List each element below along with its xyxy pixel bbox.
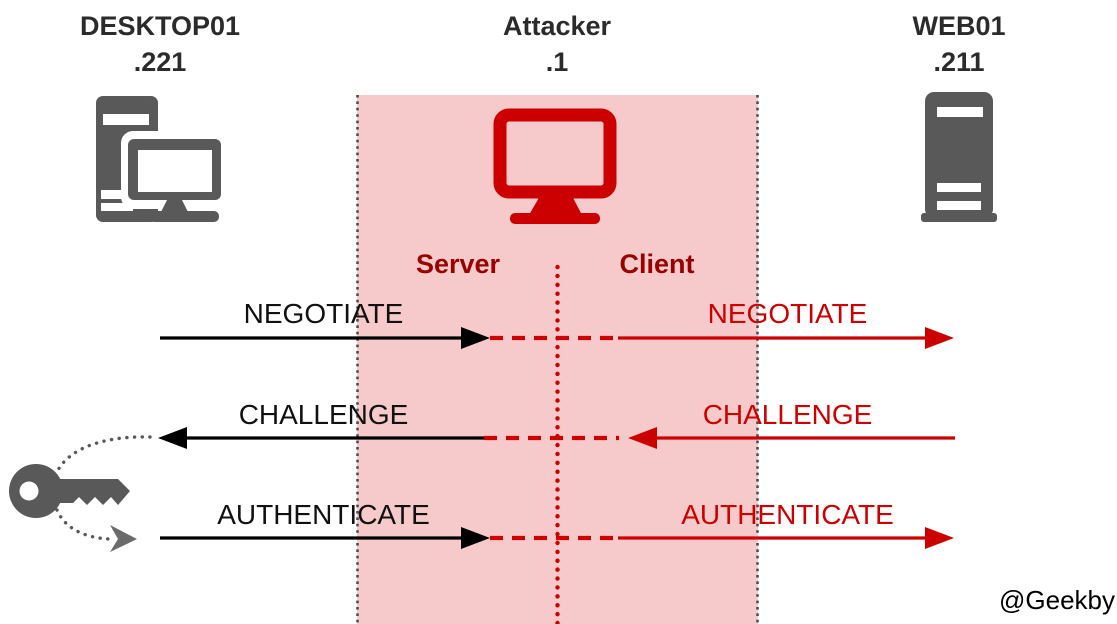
challenge-left-label: CHALLENGE — [238, 399, 409, 430]
host-header-desktop01: DESKTOP01 .221 — [30, 8, 290, 80]
challenge-right-arrowhead — [628, 427, 657, 449]
key-replay-arrowhead — [110, 525, 137, 552]
desktop-monitor-screen — [138, 150, 212, 192]
attacker-monitor-icon — [493, 108, 617, 224]
challenge-flow — [158, 427, 955, 449]
challenge-left-arrowhead — [158, 427, 187, 449]
negotiate-left-label: NEGOTIATE — [243, 298, 404, 329]
server-base — [921, 213, 997, 222]
host-ip: .1 — [545, 47, 569, 77]
watermark-credit: @Geekby — [999, 585, 1115, 615]
desktop-tower-slot — [103, 114, 149, 125]
attacker-monitor-stand — [529, 196, 582, 215]
authenticate-right-label: AUTHENTICATE — [681, 499, 894, 530]
challenge-to-key-dotted-arc — [56, 435, 152, 472]
authenticate-left-arrowhead — [461, 527, 490, 549]
attacker-monitor-frame — [493, 108, 617, 199]
attacker-monitor-base — [510, 213, 600, 224]
negotiate-left-arrowhead — [461, 327, 490, 349]
desktop-tower-stripe-1 — [101, 190, 133, 199]
host-ip: .221 — [133, 47, 187, 77]
server-slot-bottom-2 — [937, 201, 981, 210]
authenticate-right-arrowhead — [925, 527, 954, 549]
key-hole — [19, 481, 39, 501]
key-to-authenticate-dotted-arc — [55, 508, 112, 541]
server-slot-bottom-1 — [937, 183, 981, 192]
negotiate-flow — [160, 327, 954, 349]
negotiate-right-arrowhead — [925, 327, 954, 349]
host-name: WEB01 — [912, 11, 1006, 41]
authenticate-left-label: AUTHENTICATE — [217, 499, 430, 530]
host-header-web01: WEB01 .211 — [829, 8, 1089, 80]
key-blade — [55, 479, 130, 505]
host-name: DESKTOP01 — [79, 11, 241, 41]
desktop-tower-stripe-2 — [101, 203, 133, 211]
server-slot-top — [937, 107, 983, 117]
attacker-role-server-label: Server — [415, 249, 501, 279]
host-ip: .211 — [933, 47, 985, 77]
server-tower-icon — [921, 92, 997, 222]
key-icon — [9, 464, 130, 518]
desktop-monitor-stand — [160, 200, 189, 214]
attacker-role-client-label: Client — [619, 249, 695, 279]
desktop-computer-icon — [96, 96, 229, 222]
negotiate-right-label: NEGOTIATE — [707, 298, 868, 329]
desktop-monitor-base — [149, 211, 219, 222]
host-name: Attacker — [502, 11, 612, 41]
challenge-right-label: CHALLENGE — [702, 399, 873, 430]
host-header-attacker: Attacker .1 — [427, 8, 687, 80]
authenticate-flow — [160, 527, 954, 549]
